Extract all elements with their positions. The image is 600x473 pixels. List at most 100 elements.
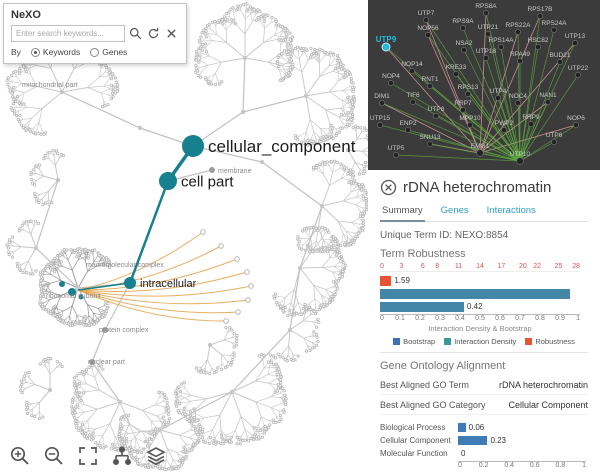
- gene-node[interactable]: UTP8: [428, 106, 445, 119]
- tab-summary[interactable]: Summary: [380, 202, 425, 222]
- gene-label: RPS24A: [542, 20, 568, 27]
- zoom-in-button[interactable]: [6, 442, 33, 469]
- search-by-label: By: [11, 47, 21, 57]
- legend-item: Bootstrap: [393, 337, 435, 346]
- gene-node[interactable]: UTP18: [476, 48, 497, 61]
- tab-interactions[interactable]: Interactions: [486, 205, 536, 216]
- gene-node[interactable]: UTP4: [490, 88, 507, 101]
- zoom-fit-button[interactable]: [74, 442, 101, 469]
- radio-keywords-label: Keywords: [42, 47, 81, 57]
- gene-node[interactable]: NOP4: [382, 73, 400, 86]
- gene-label: RPS13: [458, 84, 479, 91]
- gene-node[interactable]: UTP15: [370, 115, 391, 128]
- radio-keywords[interactable]: Keywords: [30, 47, 81, 57]
- gene-node[interactable]: UTP9: [376, 35, 397, 52]
- gene-node[interactable]: RPS14A: [489, 37, 515, 50]
- gene-node[interactable]: RPS8A: [475, 3, 497, 16]
- gene-label: UTP8: [428, 106, 445, 113]
- reset-icon[interactable]: [146, 26, 161, 41]
- gene-node[interactable]: PWP2: [495, 120, 514, 133]
- zoom-out-button[interactable]: [40, 442, 67, 469]
- app-title: NeXO: [11, 9, 41, 21]
- layers-button[interactable]: [142, 442, 169, 469]
- unique-term-id: Unique Term ID: NEXO:8854: [380, 230, 588, 241]
- gene-node[interactable]: RNT1: [422, 76, 439, 89]
- gene-node[interactable]: UTP21: [478, 24, 499, 37]
- hierarchy-button[interactable]: [108, 442, 135, 469]
- zoom-toolbar: [6, 442, 169, 469]
- section-divider: [380, 352, 588, 353]
- go-category-label: Molecular Function: [380, 449, 448, 458]
- gene-node[interactable]: NAN1: [539, 92, 557, 105]
- gene-node[interactable]: UTP5: [388, 145, 405, 158]
- gene-label: RRP7: [454, 100, 472, 107]
- tab-genes[interactable]: Genes: [440, 205, 469, 216]
- unique-term-id-value: NEXO:8854: [454, 230, 509, 241]
- search-input[interactable]: [11, 25, 125, 42]
- gene-node[interactable]: RPS24A: [542, 20, 568, 33]
- gene-node[interactable]: BUD21: [550, 52, 571, 65]
- gene-node[interactable]: UTP7: [418, 10, 435, 23]
- close-icon[interactable]: [380, 179, 397, 196]
- gene-node[interactable]: UTP22: [568, 65, 589, 78]
- tree-term-node[interactable]: cell part: [159, 172, 234, 190]
- gene-label: ENP2: [400, 120, 417, 127]
- gene-label: HSC82: [528, 37, 549, 44]
- gene-node[interactable]: RPA49: [510, 51, 530, 64]
- gene-node[interactable]: NSA2: [456, 40, 473, 53]
- gene-node[interactable]: MPP10: [459, 115, 481, 128]
- gene-label: UTP5: [388, 145, 405, 152]
- gene-node[interactable]: EMG1: [471, 143, 490, 157]
- gene-node[interactable]: UTP13: [565, 33, 586, 46]
- tree-minor-label: mitochondrial part: [22, 82, 78, 89]
- gene-node[interactable]: NOP56: [417, 25, 439, 38]
- gene-label: DIM1: [374, 93, 390, 100]
- gene-node[interactable]: RPS9A: [452, 18, 474, 31]
- gene-node[interactable]: DIM1: [374, 93, 390, 106]
- radio-keywords-control[interactable]: [30, 47, 40, 57]
- gene-node[interactable]: UTP6: [546, 132, 563, 145]
- gene-label: SNU13: [420, 134, 441, 141]
- tree-minor-label: membrane: [218, 168, 252, 175]
- gene-node[interactable]: RPS17B: [528, 6, 553, 19]
- gene-label: UTP21: [478, 24, 499, 31]
- tree-term-node[interactable]: intracellular: [124, 277, 197, 290]
- clear-icon[interactable]: [164, 26, 179, 41]
- gene-node[interactable]: ENP2: [400, 120, 417, 133]
- gene-node[interactable]: NOC4: [509, 93, 527, 106]
- robustness-axis-title: Interaction Density & Bootstrap: [428, 324, 532, 333]
- gene-node[interactable]: SNU13: [420, 134, 441, 147]
- gene-label: UTP10: [510, 151, 531, 158]
- radio-genes-control[interactable]: [90, 47, 100, 57]
- gene-node[interactable]: TIF6: [406, 92, 420, 105]
- gene-label: NOC4: [509, 93, 527, 100]
- gene-node[interactable]: KRE33: [446, 64, 467, 77]
- gene-node[interactable]: RRP7: [454, 100, 472, 113]
- gene-node[interactable]: NOP14: [401, 61, 423, 74]
- gene-node[interactable]: HSC82: [528, 37, 549, 50]
- tree-minor-label: nuclear part: [88, 359, 125, 366]
- layers-icon: [145, 446, 166, 465]
- gene-node[interactable]: NOP6: [567, 115, 585, 128]
- gene-node[interactable]: RPS22A: [506, 22, 532, 35]
- gene-label: RPA49: [510, 51, 530, 58]
- gene-node[interactable]: RPS13: [458, 84, 479, 97]
- gene-label: RPS14A: [489, 37, 515, 44]
- gene-label: UTP15: [370, 115, 391, 122]
- tree-term-node[interactable]: cellular_component: [182, 135, 356, 157]
- hierarchy-icon: [112, 445, 131, 465]
- legend-swatch: [444, 338, 452, 345]
- radio-genes[interactable]: Genes: [90, 47, 127, 57]
- search-icon[interactable]: [128, 26, 143, 41]
- gene-node[interactable]: RRP9: [522, 114, 540, 127]
- gene-node[interactable]: UTP10: [510, 151, 531, 165]
- alignment-label: Best Aligned GO Term: [380, 380, 469, 390]
